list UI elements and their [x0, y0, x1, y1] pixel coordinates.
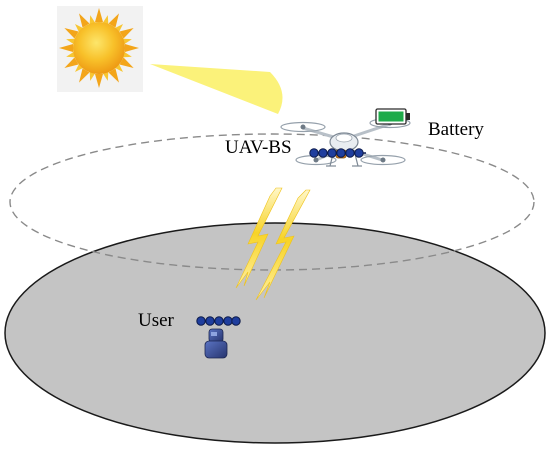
- user-icon: [204, 328, 228, 359]
- user-antenna-array-icon: [196, 316, 241, 326]
- lightning-link-icon-left: [235, 187, 283, 289]
- user-label: User: [138, 310, 174, 331]
- drone-icon: [280, 117, 411, 167]
- uav-antenna-array-icon: [309, 148, 366, 158]
- battery-icon: [375, 108, 410, 125]
- battery-label: Battery: [428, 119, 484, 140]
- uav-flight-orbit: [9, 133, 535, 271]
- uav-bs-label: UAV-BS: [225, 137, 292, 158]
- sunlight-beam: [150, 64, 283, 114]
- lightning-link-icon-right: [255, 189, 311, 301]
- ground-coverage-area: [4, 222, 546, 444]
- sun-icon: [57, 6, 143, 92]
